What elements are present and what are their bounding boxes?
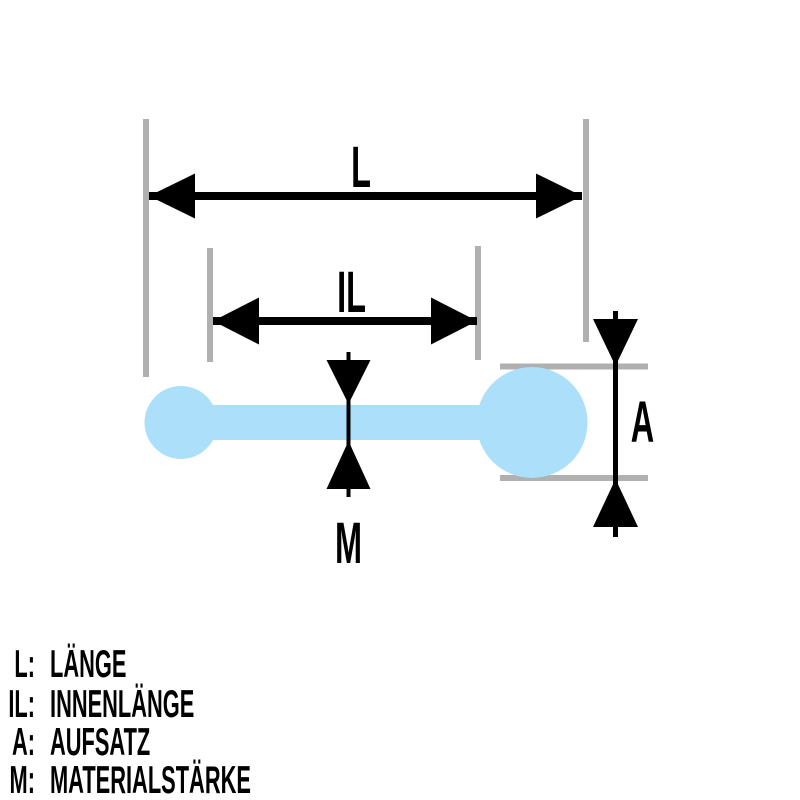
barbell-left-ball: [144, 386, 218, 459]
legend-term: INNENLÄNGE: [50, 681, 194, 725]
length-dimension: L: [149, 134, 582, 219]
arrowhead-up-icon: [593, 479, 638, 527]
inner-length-arrow-shaft: [213, 317, 477, 325]
extension-lines: [143, 119, 648, 481]
legend-row: A: AUFSATZ: [12, 719, 150, 763]
attachment-label: A: [631, 389, 654, 454]
arrowhead-right-icon: [431, 297, 477, 345]
attachment-dimension: A: [593, 311, 654, 537]
attachment-arrow-line: [613, 311, 618, 537]
legend: L: LÄNGE IL: INNENLÄNGE A: AUFSATZ M: MA…: [8, 641, 251, 800]
arrowhead-down-icon: [593, 319, 638, 366]
material-label: M: [335, 510, 362, 575]
legend-abbr: L:: [14, 641, 35, 685]
legend-term: MATERIALSTÄRKE: [50, 757, 251, 800]
inner-length-dimension: IL: [213, 259, 477, 345]
extension-line-inner-length-left: [207, 248, 213, 362]
legend-row: L: LÄNGE: [14, 641, 126, 685]
legend-abbr: A:: [12, 719, 35, 763]
legend-term: LÄNGE: [50, 641, 126, 685]
barbell-shaft: [181, 405, 532, 440]
arrowhead-right-icon: [536, 173, 582, 219]
material-dimension: M: [326, 352, 371, 575]
legend-term: AUFSATZ: [50, 719, 150, 763]
extension-line-attachment-bottom: [500, 475, 648, 481]
arrowhead-left-icon: [149, 173, 195, 219]
extension-line-inner-length-right: [475, 246, 481, 360]
extension-line-attachment-top: [500, 363, 648, 370]
barbell: [144, 367, 588, 478]
material-arrow-line: [346, 352, 351, 497]
legend-abbr: M:: [10, 757, 35, 800]
length-arrow-shaft: [149, 192, 582, 200]
barbell-right-ball: [476, 367, 588, 478]
arrowhead-up-icon: [326, 441, 371, 489]
dimensions: L IL M A: [149, 134, 654, 575]
extension-line-length-left: [143, 119, 149, 377]
inner-length-label: IL: [337, 259, 366, 324]
extension-line-length-right: [583, 119, 589, 342]
legend-row: IL: INNENLÄNGE: [8, 681, 194, 725]
length-label: L: [351, 134, 371, 199]
legend-row: M: MATERIALSTÄRKE: [10, 757, 251, 800]
arrowhead-down-icon: [326, 360, 371, 404]
arrowhead-left-icon: [213, 297, 259, 345]
legend-abbr: IL:: [8, 681, 35, 725]
